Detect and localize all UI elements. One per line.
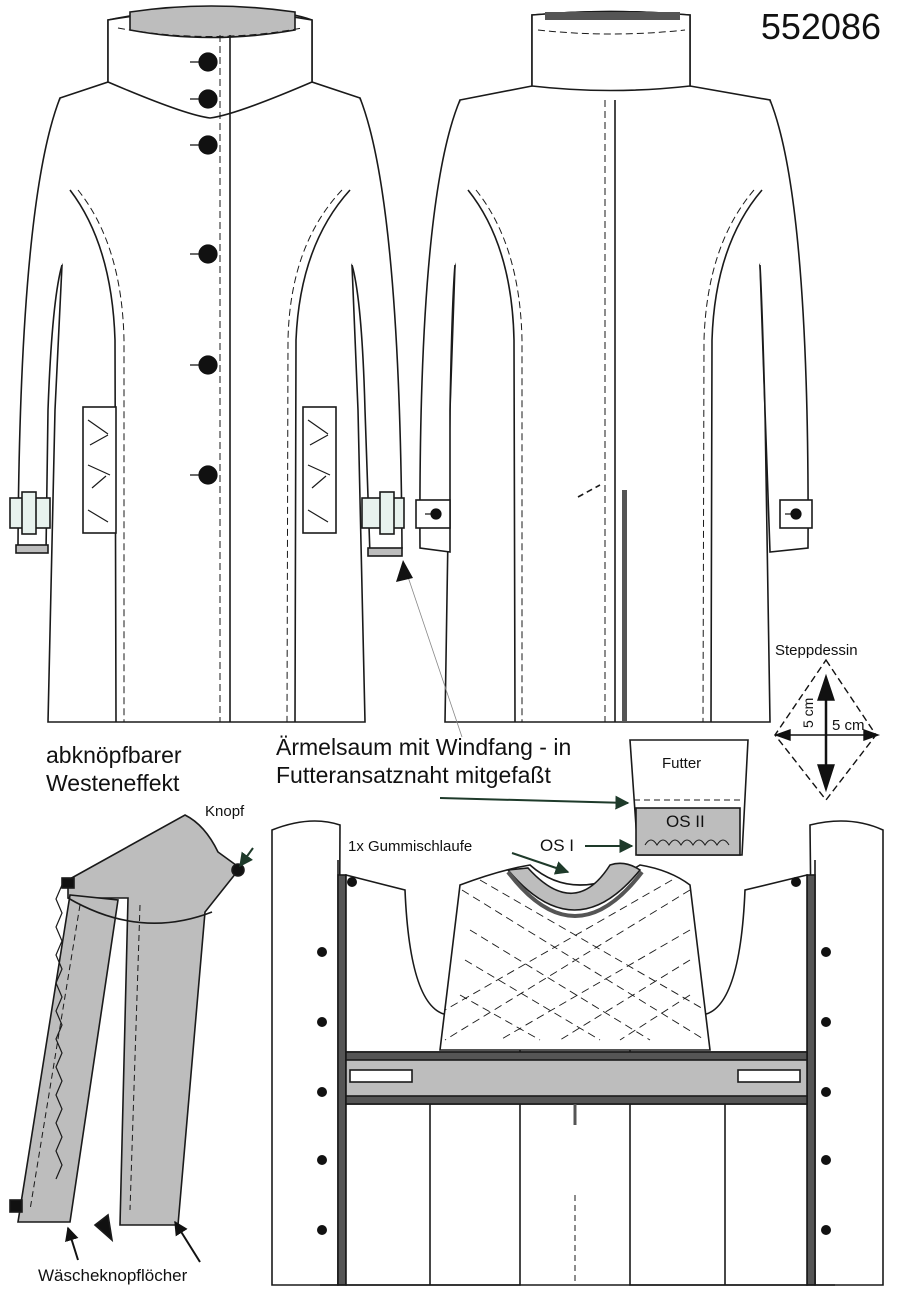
sleeve-hem-label-line2: Futteransatznaht mitgefaßt <box>276 762 551 788</box>
elastic-loop-label: 1x Gummischlaufe <box>348 838 473 855</box>
front-buttons <box>190 52 218 485</box>
back-left-sleeve <box>419 99 461 553</box>
sleeve-tab-buttons <box>425 508 802 520</box>
lining-buttons <box>317 877 831 1235</box>
left-sleeve <box>17 97 63 554</box>
os-ii-label: OS II <box>666 812 705 831</box>
buttonholes-label: Wäscheknopflöcher <box>38 1266 188 1285</box>
coat-back-view <box>415 10 813 723</box>
coat-back-body <box>443 10 782 723</box>
right-sleeve <box>351 97 403 556</box>
detachable-vest-insert <box>9 814 245 1243</box>
annotation-arrows <box>65 560 634 1263</box>
quilt-pattern-diagram <box>773 658 881 802</box>
os-i-label: OS I <box>540 836 575 855</box>
lining-label: Futter <box>662 755 702 772</box>
vest-effect-label-line1: abknöpfbarer <box>46 742 182 768</box>
quilt-pattern-label: Steppdessin <box>775 642 858 659</box>
quilt-dim-vertical: 5 cm <box>800 697 816 728</box>
quilt-dim-horizontal: 5 cm <box>832 717 865 734</box>
coat-lining-view <box>271 820 884 1286</box>
sleeve-hem-label-line1: Ärmelsaum mit Windfang - in <box>276 734 572 760</box>
vest-effect-label-line2: Westeneffekt <box>46 770 180 796</box>
sleeve-hem-detail <box>629 739 749 856</box>
pattern-number: 552086 <box>760 6 881 47</box>
button-label: Knopf <box>205 803 245 820</box>
back-right-sleeve <box>759 99 809 553</box>
